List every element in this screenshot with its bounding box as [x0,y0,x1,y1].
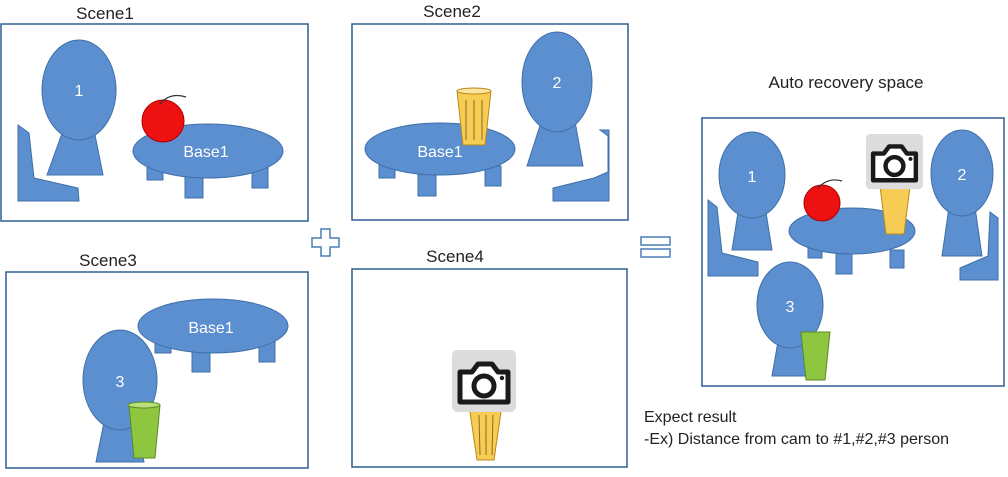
result-person-3-label: 3 [786,299,795,316]
person-3-label: 3 [116,374,125,391]
result-title: Auto recovery space [769,73,924,92]
scene1-base-label: Base1 [183,144,228,161]
person-2-label: 2 [553,75,562,92]
expected-result-example: -Ex) Distance from cam to #1,#2,#3 perso… [644,431,949,448]
scene3-base-label: Base1 [188,320,233,337]
expected-result-title: Expect result [644,409,737,426]
scene1-person-1: 1 [41,39,117,176]
scene2-chair [552,129,610,202]
scene4-title: Scene4 [426,247,484,266]
scene1-chair [17,124,80,202]
scene3-table: Base1 [137,298,289,373]
scene2-base-label: Base1 [417,144,462,161]
result-person-1: 1 [718,131,786,251]
equals-icon [640,236,671,258]
scene2-person-2: 2 [521,31,593,167]
cup-icon [127,401,161,459]
scene1-title: Scene1 [76,4,134,23]
result-person-1-label: 1 [748,169,757,186]
apple-icon [803,179,843,222]
result-person-2-label: 2 [958,167,967,184]
plus-icon [311,228,340,257]
apple-icon [141,94,187,143]
camera-icon [866,134,923,189]
result-person-2: 2 [930,129,994,257]
scene2-title: Scene2 [423,2,481,21]
result-chair-left [707,198,759,277]
scene3-title: Scene3 [79,251,137,270]
person-1-label: 1 [75,83,84,100]
result-chair-right [959,211,999,281]
camera-icon [452,350,516,412]
cup-icon [800,331,831,381]
cup-icon [456,87,492,146]
